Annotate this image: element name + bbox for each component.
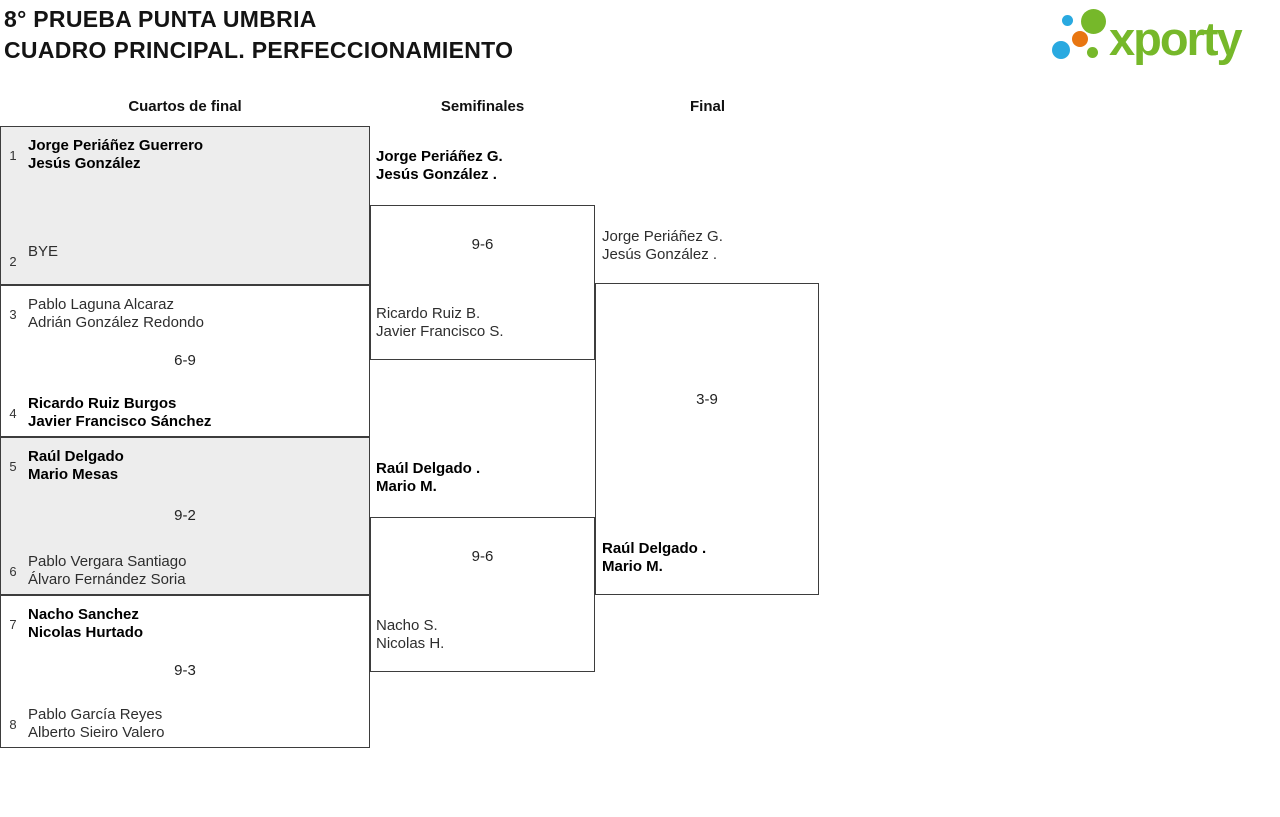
seed-number: 3 — [9, 306, 17, 322]
match-box-quarterfinal-4 — [0, 595, 370, 748]
tournament-title-line1: 8° PRUEBA PUNTA UMBRIA — [4, 6, 317, 32]
match-box-final — [595, 283, 819, 595]
team-qf4-bottom: Pablo García Reyes Alberto Sieiro Valero — [28, 706, 164, 742]
logo-dot-blue-small-icon — [1062, 15, 1073, 26]
team-player-name: Álvaro Fernández Soria — [28, 571, 186, 588]
logo-wordmark: xporty — [1109, 12, 1243, 65]
team-player-name: Nacho Sanchez — [28, 606, 139, 623]
team-player-name: Javier Francisco S. — [376, 323, 504, 340]
team-sf1-bottom: Ricardo Ruiz B. Javier Francisco S. — [376, 305, 504, 341]
team-player-name: Alberto Sieiro Valero — [28, 724, 165, 741]
team-player-name: Mario Mesas — [28, 466, 119, 483]
seed-number: 1 — [9, 147, 17, 163]
team-player-name: Pablo Laguna Alcaraz — [28, 296, 174, 313]
match-score-final: 3-9 — [696, 391, 718, 408]
seed-number: 6 — [9, 563, 17, 579]
seed-number: 7 — [9, 616, 17, 632]
match-box-semifinal-1 — [370, 205, 595, 360]
team-final-top: Jorge Periáñez G. Jesús González . — [602, 228, 723, 264]
team-player-name: Pablo Vergara Santiago — [28, 553, 187, 570]
match-score-qf2: 6-9 — [174, 352, 196, 369]
tournament-title: 8° PRUEBA PUNTA UMBRIA CUADRO PRINCIPAL.… — [4, 4, 513, 66]
team-player-name: Mario M. — [376, 478, 437, 495]
team-player-name: Pablo García Reyes — [28, 706, 163, 723]
round-header-quarterfinals: Cuartos de final — [128, 98, 242, 115]
team-player-name: Javier Francisco Sánchez — [28, 413, 212, 430]
round-header-semifinals: Semifinales — [440, 98, 525, 115]
team-qf3-bottom: Pablo Vergara Santiago Álvaro Fernández … — [28, 553, 186, 589]
match-box-quarterfinal-1 — [0, 126, 370, 285]
match-score-qf3: 9-2 — [174, 507, 196, 524]
seed-number: 2 — [9, 253, 17, 269]
team-player-name: Jorge Periáñez G. — [602, 228, 723, 245]
match-score-sf1: 9-6 — [471, 236, 494, 253]
team-qf2-bottom: Ricardo Ruiz Burgos Javier Francisco Sán… — [28, 395, 211, 431]
team-final-bottom: Raúl Delgado . Mario M. — [602, 540, 706, 576]
team-player-name: Jorge Periáñez G. — [376, 148, 503, 165]
team-player-name: Ricardo Ruiz Burgos — [28, 395, 177, 412]
seed-number: 5 — [9, 458, 17, 474]
team-player-name: Nicolas H. — [376, 635, 445, 652]
team-sf2-top: Raúl Delgado . Mario M. — [376, 460, 480, 496]
team-player-name: Ricardo Ruiz B. — [376, 305, 481, 322]
seed-number: 4 — [9, 405, 17, 421]
logo-dot-blue-large-icon — [1052, 41, 1070, 59]
match-box-quarterfinal-2 — [0, 285, 370, 437]
match-score-sf2: 9-6 — [471, 548, 494, 565]
team-qf2-top: Pablo Laguna Alcaraz Adrián González Red… — [28, 296, 204, 332]
team-player-name: Raúl Delgado . — [602, 540, 707, 557]
team-qf4-top: Nacho Sanchez Nicolas Hurtado — [28, 606, 143, 642]
team-sf2-bottom: Nacho S. Nicolas H. — [376, 617, 444, 653]
team-player-name: Nacho S. — [376, 617, 438, 634]
match-box-quarterfinal-3 — [0, 437, 370, 595]
team-player-name: Jesús González — [28, 155, 141, 172]
logo-dot-green-small-icon — [1087, 47, 1098, 58]
logo-dot-green-large-icon — [1081, 9, 1106, 34]
team-player-name: Raúl Delgado — [28, 448, 124, 465]
match-box-semifinal-2 — [370, 517, 595, 672]
team-player-name: Jesús González . — [602, 246, 718, 263]
team-qf1-bottom: BYE — [28, 243, 58, 261]
team-qf1-top: Jorge Periáñez Guerrero Jesús González — [28, 137, 203, 173]
seed-number: 8 — [9, 716, 17, 732]
xporty-logo[interactable]: xporty — [1045, 0, 1280, 78]
tournament-title-line2: CUADRO PRINCIPAL. PERFECCIONAMIENTO — [4, 37, 514, 63]
team-player-name: Adrián González Redondo — [28, 314, 204, 331]
team-player-name: Mario M. — [602, 558, 663, 575]
team-player-name: Nicolas Hurtado — [28, 624, 144, 641]
match-score-qf4: 9-3 — [174, 662, 196, 679]
round-header-final: Final — [689, 98, 725, 115]
team-player-name: BYE — [28, 243, 59, 260]
team-sf1-top: Jorge Periáñez G. Jesús González . — [376, 148, 503, 184]
team-qf3-top: Raúl Delgado Mario Mesas — [28, 448, 124, 484]
logo-dot-orange-icon — [1072, 31, 1088, 47]
team-player-name: Jesús González . — [376, 166, 497, 183]
team-player-name: Jorge Periáñez Guerrero — [28, 137, 204, 154]
team-player-name: Raúl Delgado . — [376, 460, 481, 477]
